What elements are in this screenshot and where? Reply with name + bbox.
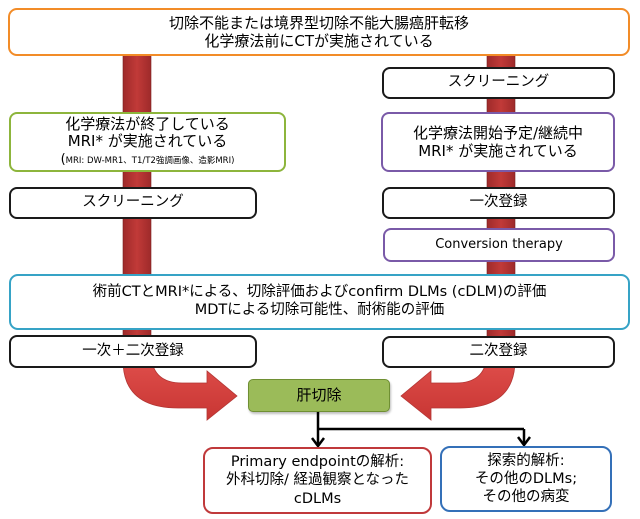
chemo-ongoing-box: 化学療法開始予定/継続中 MRI* が実施されている bbox=[381, 112, 615, 172]
evaluation-line-2: MDTによる切除可能性、耐術能の評価 bbox=[194, 302, 445, 318]
mri-note: (MRI: DW-MR1、T1/T2強調画像、造影MRI) bbox=[60, 152, 235, 168]
chemo-ongoing-line-1: 化学療法開始予定/継続中 bbox=[412, 123, 584, 142]
left-screening-box: スクリーニング bbox=[9, 187, 257, 219]
chemo-completed-line-2: MRI* が実施されている bbox=[67, 132, 228, 151]
chemo-ongoing-line-2: MRI* が実施されている bbox=[418, 142, 578, 160]
primary-endpoint-line-3: cDLMs bbox=[293, 490, 342, 507]
exploratory-line-2: その他のDLMs; bbox=[474, 470, 578, 487]
combined-registration-box: 一次＋二次登録 bbox=[9, 335, 257, 368]
exploratory-analysis-box: 探索的解析: その他のDLMs; その他の病変 bbox=[440, 446, 612, 512]
inclusion-line-2: 化学療法前にCTが実施されている bbox=[204, 32, 434, 50]
mri-note-text: MRI: DW-MR1、T1/T2強調画像、造影MRI) bbox=[65, 156, 235, 167]
secondary-registration-label: 二次登録 bbox=[469, 343, 528, 360]
conversion-therapy-label: Conversion therapy bbox=[435, 237, 563, 253]
primary-endpoint-line-1: Primary endpointの解析: bbox=[230, 454, 405, 471]
left-curved-arrow bbox=[122, 351, 238, 421]
right-curved-arrow bbox=[400, 351, 516, 421]
liver-resection-box: 肝切除 bbox=[248, 379, 390, 412]
left-screening-label: スクリーニング bbox=[82, 194, 184, 211]
primary-registration-box: 一次登録 bbox=[382, 187, 615, 219]
chemo-completed-box: 化学療法が終了している MRI* が実施されている (MRI: DW-MR1、T… bbox=[9, 112, 286, 172]
inclusion-line-1: 切除不能または境界型切除不能大腸癌肝転移 bbox=[168, 13, 469, 32]
right-screening-box: スクリーニング bbox=[382, 67, 615, 99]
secondary-registration-box: 二次登録 bbox=[382, 336, 615, 368]
liver-resection-label: 肝切除 bbox=[296, 386, 342, 405]
combined-registration-label: 一次＋二次登録 bbox=[82, 342, 184, 359]
right-screening-label: スクリーニング bbox=[447, 74, 550, 91]
primary-endpoint-box: Primary endpointの解析: 外科切除/ 経過観察となった cDLM… bbox=[203, 447, 432, 514]
exploratory-line-3: その他の病変 bbox=[482, 489, 570, 506]
arrowhead-primary bbox=[311, 437, 325, 449]
evaluation-line-1: 術前CTとMRI*による、切除評価およびconfirm DLMs (cDLM)の… bbox=[92, 284, 547, 301]
exploratory-line-1: 探索的解析: bbox=[487, 452, 565, 469]
conversion-therapy-box: Conversion therapy bbox=[383, 228, 615, 262]
primary-endpoint-line-2: 外科切除/ 経過観察となった bbox=[225, 472, 410, 489]
mri-note-paren: ( bbox=[60, 152, 66, 168]
preoperative-evaluation-box: 術前CTとMRI*による、切除評価およびconfirm DLMs (cDLM)の… bbox=[9, 274, 630, 330]
chemo-completed-line-1: 化学療法が終了している bbox=[65, 114, 230, 133]
arrowhead-exploratory bbox=[517, 436, 531, 448]
inclusion-criteria-box: 切除不能または境界型切除不能大腸癌肝転移 化学療法前にCTが実施されている bbox=[8, 8, 630, 56]
primary-registration-label: 一次登録 bbox=[469, 194, 528, 211]
